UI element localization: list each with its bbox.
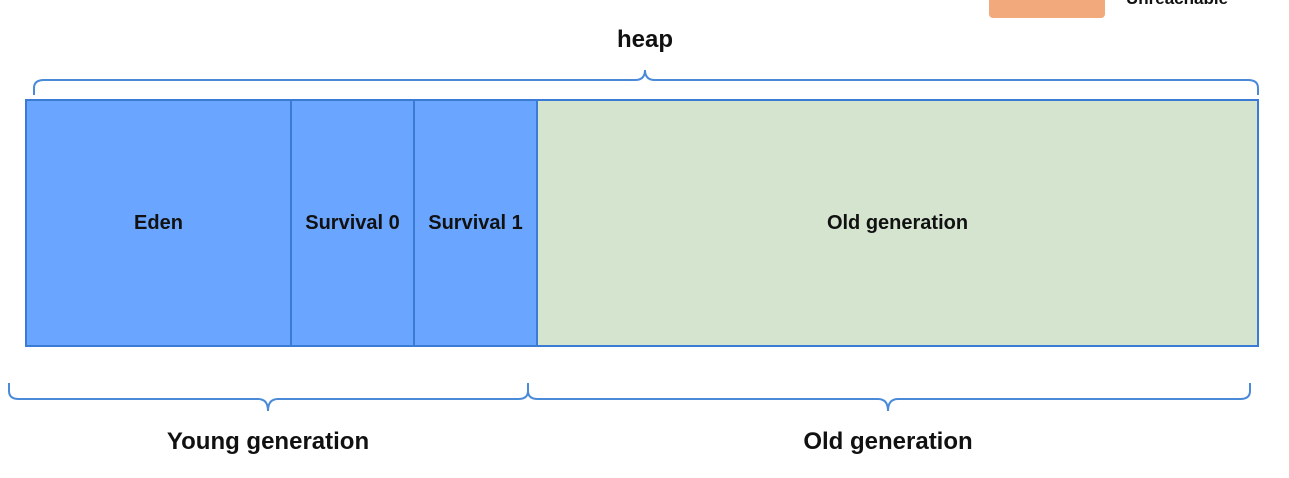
legend-label-unreachable: Unreachable: [1126, 0, 1228, 9]
region-eden-label: Eden: [134, 211, 183, 234]
young-generation-label: Young generation: [166, 428, 370, 455]
young-generation-brace: [8, 383, 529, 412]
region-survival-1: Survival 1: [415, 101, 538, 345]
region-survival-1-label: Survival 1: [428, 211, 523, 234]
region-old-generation-label: Old generation: [826, 211, 969, 234]
region-survival-0: Survival 0: [292, 101, 415, 345]
region-eden: Eden: [27, 101, 292, 345]
legend-swatch-unreachable: [989, 0, 1105, 18]
heap-brace: [33, 69, 1259, 95]
heap-title: heap: [616, 26, 674, 53]
old-generation-label: Old generation: [803, 428, 973, 455]
region-survival-0-label: Survival 0: [305, 211, 400, 234]
region-old-generation: Old generation: [538, 101, 1257, 345]
heap-box: Eden Survival 0 Survival 1 Old generatio…: [25, 99, 1259, 347]
old-generation-brace: [527, 383, 1251, 412]
